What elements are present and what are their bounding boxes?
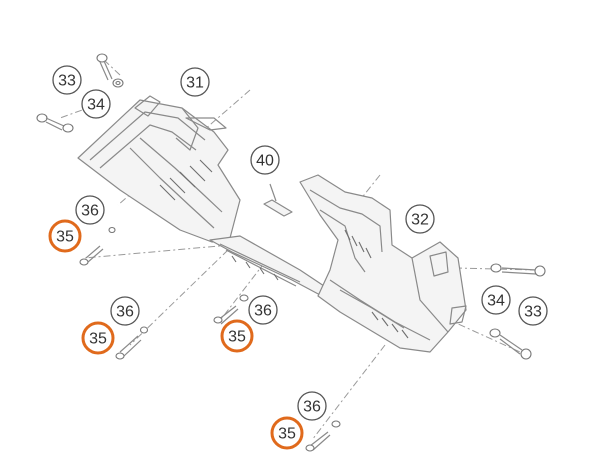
fasteners [36, 53, 546, 452]
part-31-left-bracket [77, 95, 241, 243]
callout-number: 40 [256, 153, 274, 170]
screw-35-b-icon [115, 326, 149, 360]
callout-36: 36 [297, 391, 327, 421]
callout-circle [110, 296, 140, 326]
callout-circle [405, 204, 435, 234]
callout-36: 36 [75, 195, 105, 225]
screw-35-d-icon [305, 420, 341, 452]
callout-circle [250, 145, 280, 175]
callout-35-highlighted: 35 [81, 321, 115, 355]
callout-number: 36 [81, 203, 99, 220]
callout-31: 31 [180, 67, 210, 97]
callout-35-highlighted: 35 [270, 416, 304, 450]
callout-number: 36 [303, 399, 321, 416]
callout-circle [75, 195, 105, 225]
callout-number: 35 [228, 329, 246, 346]
callout-circle [481, 285, 511, 315]
bolt-left-icon [36, 113, 74, 133]
callout-35-highlighted: 35 [48, 219, 82, 253]
callout-34: 34 [81, 89, 111, 119]
callout-number: 33 [58, 73, 76, 90]
callout-40: 40 [250, 145, 280, 175]
callout-number: 36 [116, 304, 134, 321]
callout-36: 36 [110, 296, 140, 326]
callout-34: 34 [481, 285, 511, 315]
callout-33: 33 [518, 296, 548, 326]
callout-number: 34 [87, 97, 105, 114]
callout-33: 33 [52, 65, 82, 95]
callout-number: 35 [56, 229, 74, 246]
callout-number: 32 [411, 212, 429, 229]
callout-36: 36 [248, 295, 278, 325]
callout-number: 31 [186, 75, 204, 92]
callout-number: 35 [89, 331, 107, 348]
callout-circle [220, 319, 254, 353]
callout-circle [297, 391, 327, 421]
center-strip [209, 235, 331, 297]
callout-number: 35 [278, 426, 296, 443]
bolt-33-right-upper-icon [490, 263, 546, 277]
callout-circle [81, 321, 115, 355]
callout-35-highlighted: 35 [220, 319, 254, 353]
callout-circle [518, 296, 548, 326]
screw-35-c-icon [213, 294, 249, 325]
screw-35-a-icon [79, 226, 116, 266]
callout-circle [52, 65, 82, 95]
callout-labels: 33 34 31 40 36 35 32 36 35 36 35 34 33 36 35 [48, 65, 548, 450]
callout-number: 34 [487, 293, 505, 310]
callout-circle [48, 219, 82, 253]
callout-32: 32 [405, 204, 435, 234]
part-32-right-bracket [299, 174, 467, 353]
bolt-33-top-icon [96, 53, 113, 81]
callout-circle [180, 67, 210, 97]
callout-circle [270, 416, 304, 450]
part-40-bar [263, 183, 293, 217]
bolt-33-right-lower-icon [489, 328, 532, 360]
callout-circle [81, 89, 111, 119]
washer-34-top-icon [112, 78, 124, 88]
callout-number: 36 [254, 303, 272, 320]
callout-circle [248, 295, 278, 325]
callout-number: 33 [524, 304, 542, 321]
